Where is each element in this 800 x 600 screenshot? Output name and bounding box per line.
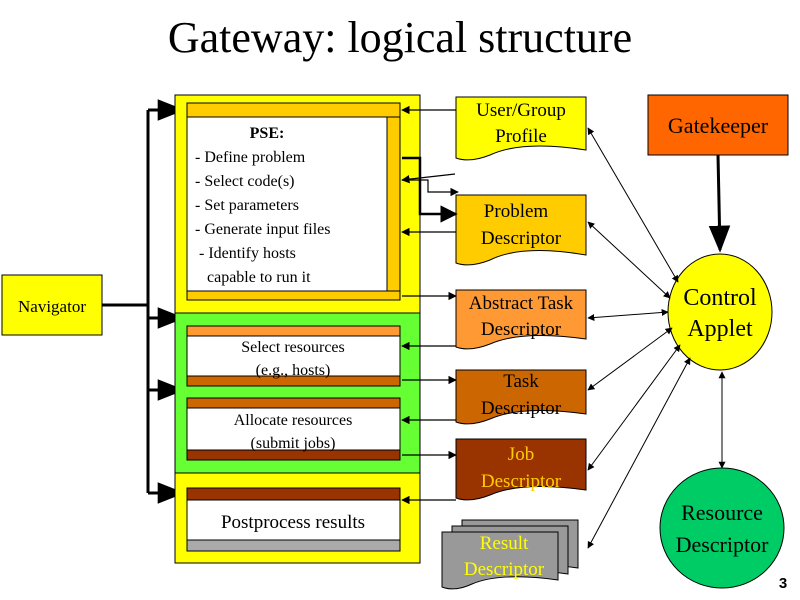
job-label: Job [508, 444, 534, 465]
result-descriptor-stack: Result Descriptor [441, 519, 579, 590]
problem-label-2: Descriptor [481, 228, 562, 249]
pse-item: - Set parameters [195, 197, 299, 214]
gatekeeper-box: Gatekeeper [647, 94, 789, 156]
pse-item: - Select code(s) [195, 173, 295, 190]
pse-heading: PSE: [250, 125, 285, 142]
navigator-connectors [102, 99, 185, 504]
abstract-task-label: Abstract Task [469, 293, 574, 314]
select-resources-label: Select resources [241, 339, 345, 356]
problem-descriptor: Problem Descriptor [455, 194, 587, 266]
control-applet-label: Control [683, 285, 757, 311]
task-label: Task [503, 371, 539, 392]
pse-item: - Define problem [195, 149, 306, 166]
pse-block: PSE: - Define problem - Select code(s) -… [174, 94, 421, 314]
resources-block: Select resources (e.g., hosts) Allocate … [174, 312, 421, 474]
navigator-label: Navigator [18, 297, 86, 316]
allocate-resources-note: (submit jobs) [251, 435, 336, 452]
task-descriptor: Task Descriptor [455, 369, 587, 425]
postprocess-block: Postprocess results [174, 472, 421, 564]
page-number: 3 [779, 575, 787, 592]
user-group-label: User/Group [476, 100, 566, 121]
gatekeeper-label: Gatekeeper [668, 113, 769, 138]
navigator-box: Navigator [1, 274, 103, 336]
abstract-task-label-2: Descriptor [481, 319, 562, 340]
resource-descriptor-label-2: Descriptor [676, 532, 770, 557]
postprocess-label: Postprocess results [221, 512, 365, 533]
select-resources-note: (e.g., hosts) [256, 362, 331, 379]
page-title: Gateway: logical structure [168, 13, 632, 62]
pse-item: capable to run it [195, 269, 311, 286]
problem-label: Problem [484, 201, 549, 222]
result-label-2: Descriptor [464, 559, 545, 580]
user-group-label-2: Profile [495, 126, 547, 147]
control-applet: Control Applet [667, 253, 773, 371]
pse-item: - Identify hosts [195, 245, 296, 262]
resource-descriptor: Resource Descriptor [659, 467, 785, 589]
job-label-2: Descriptor [481, 471, 562, 492]
descriptor-connectors [401, 105, 459, 505]
control-applet-connectors [587, 127, 726, 549]
job-descriptor: Job Descriptor [455, 438, 587, 501]
allocate-resources-label: Allocate resources [234, 412, 353, 429]
pse-item: - Generate input files [195, 221, 331, 238]
gatekeeper-arrow [708, 154, 731, 253]
user-group-profile: User/Group Profile [455, 96, 587, 161]
abstract-task-descriptor: Abstract Task Descriptor [455, 289, 587, 350]
resource-descriptor-label: Resource [681, 500, 763, 525]
control-applet-label-2: Applet [687, 316, 753, 342]
task-label-2: Descriptor [481, 398, 562, 419]
result-label: Result [480, 533, 529, 554]
